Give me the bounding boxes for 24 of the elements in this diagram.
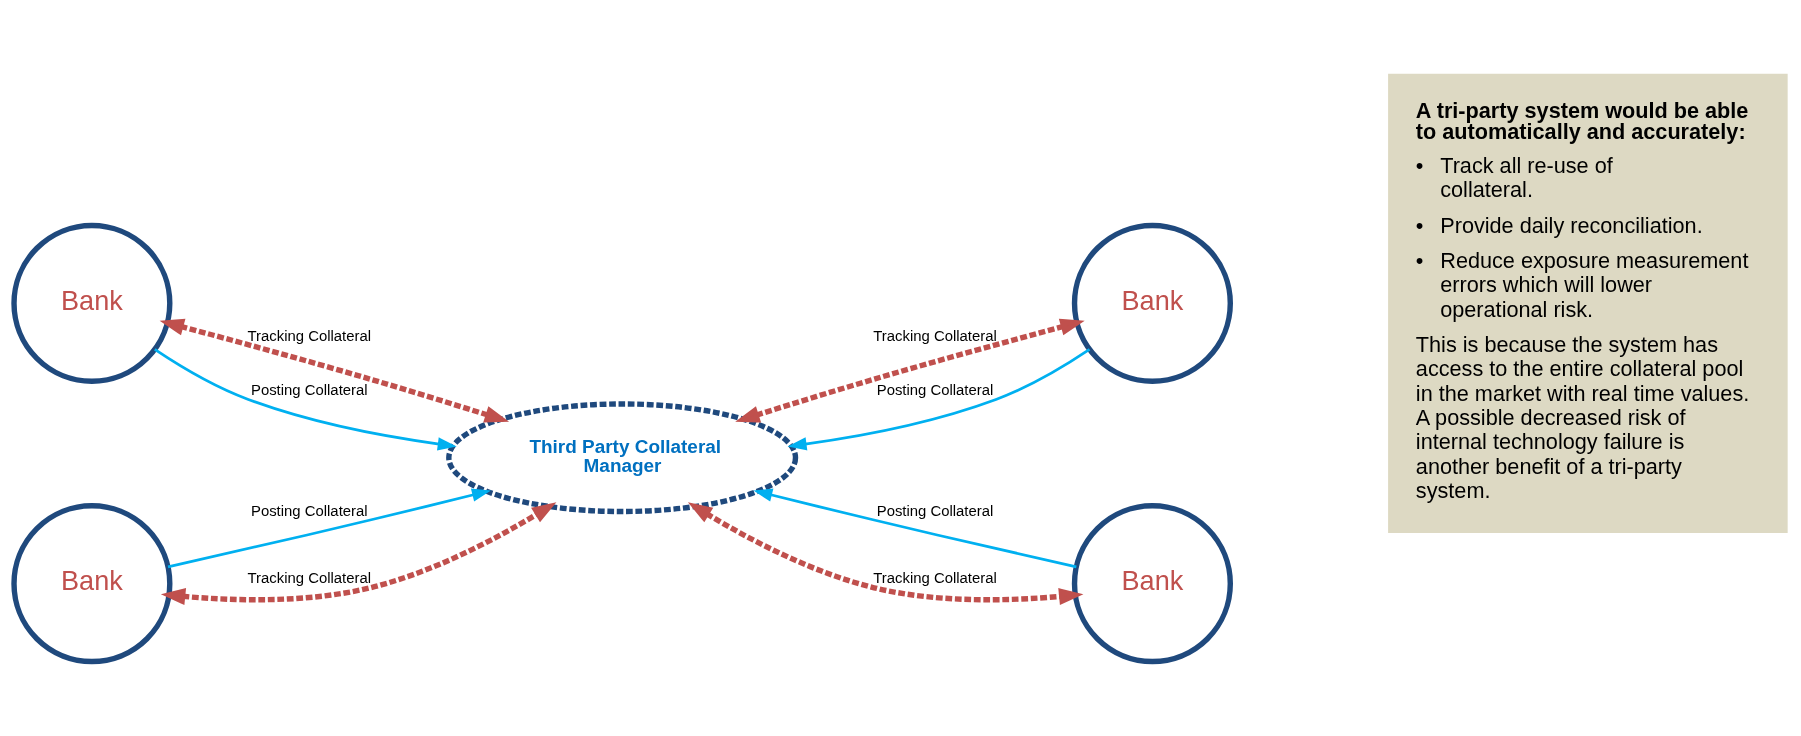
node-circle: Bank <box>1071 222 1233 384</box>
edge-label: Posting Collateral <box>876 382 994 399</box>
label: • <box>1415 153 1424 179</box>
arrow <box>687 502 1084 606</box>
arrow <box>160 502 557 606</box>
arrow <box>159 318 510 423</box>
label: • <box>1415 212 1424 238</box>
edge-label: Posting Collateral <box>251 502 368 519</box>
edge-label: Tracking Collateral <box>873 327 997 344</box>
arrow <box>735 318 1085 423</box>
edge-label: Posting Collateral <box>876 502 994 519</box>
arrow <box>753 488 1077 569</box>
arrow <box>787 348 1091 451</box>
arrow <box>167 488 491 569</box>
edge-label: Tracking Collateral <box>873 570 997 587</box>
node-circle: Bank <box>11 222 173 384</box>
node-ellipse: Third Party Collateral Manager <box>446 401 799 515</box>
edge-label: Posting Collateral <box>251 382 368 399</box>
arrow <box>154 348 457 451</box>
node-circle: Bank <box>1071 503 1233 665</box>
edge-label: Tracking Collateral <box>247 570 372 587</box>
node-circle: Bank <box>11 503 173 665</box>
label: • <box>1415 247 1424 273</box>
edge-label: Tracking Collateral <box>247 327 372 344</box>
